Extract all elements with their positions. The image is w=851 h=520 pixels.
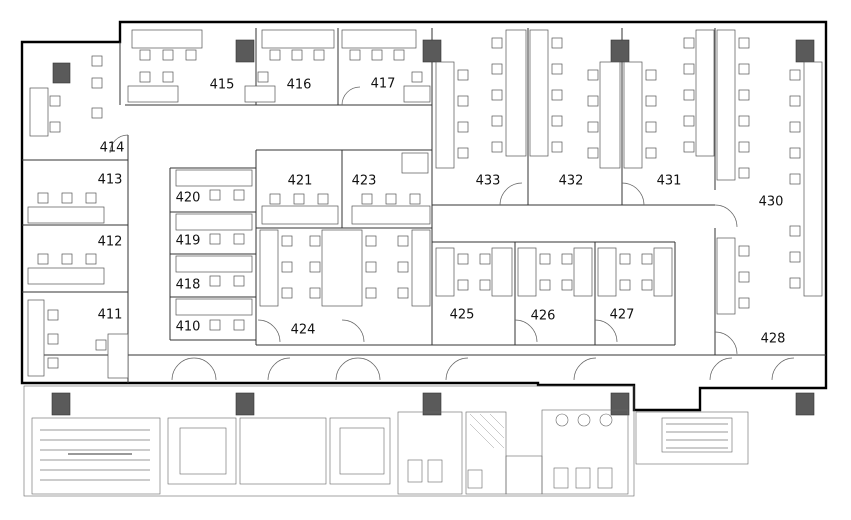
room-417-label: 417 (371, 77, 396, 92)
room-427-label: 427 (610, 308, 635, 323)
doors (109, 86, 795, 381)
room-415-label: 415 (210, 78, 235, 93)
room-424-label: 424 (291, 323, 316, 338)
room-421-label: 421 (288, 174, 313, 189)
room-410-label: 410 (176, 320, 201, 335)
service-core (23, 385, 749, 497)
room-425-label: 425 (450, 308, 475, 323)
room-423-label: 423 (352, 174, 377, 189)
room-418-label: 418 (176, 278, 201, 293)
room-411-label: 411 (98, 308, 123, 323)
room-431-label: 431 (657, 174, 682, 189)
room-420-label: 420 (176, 191, 201, 206)
room-413-label: 413 (98, 173, 123, 188)
columns (51, 39, 815, 416)
furniture (27, 29, 823, 379)
room-430-label: 430 (759, 195, 784, 210)
room-414-label: 414 (100, 141, 125, 156)
room-433-label: 433 (476, 174, 501, 189)
room-432-label: 432 (559, 174, 584, 189)
room-419-label: 419 (176, 234, 201, 249)
room-412-label: 412 (98, 235, 123, 250)
room-426-label: 426 (531, 309, 556, 324)
room-labels: 414 415 416 417 413 412 411 420 419 418 … (98, 77, 786, 347)
interior-walls (22, 28, 826, 383)
room-416-label: 416 (287, 78, 312, 93)
room-428-label: 428 (761, 332, 786, 347)
outer-wall (20, 20, 828, 412)
